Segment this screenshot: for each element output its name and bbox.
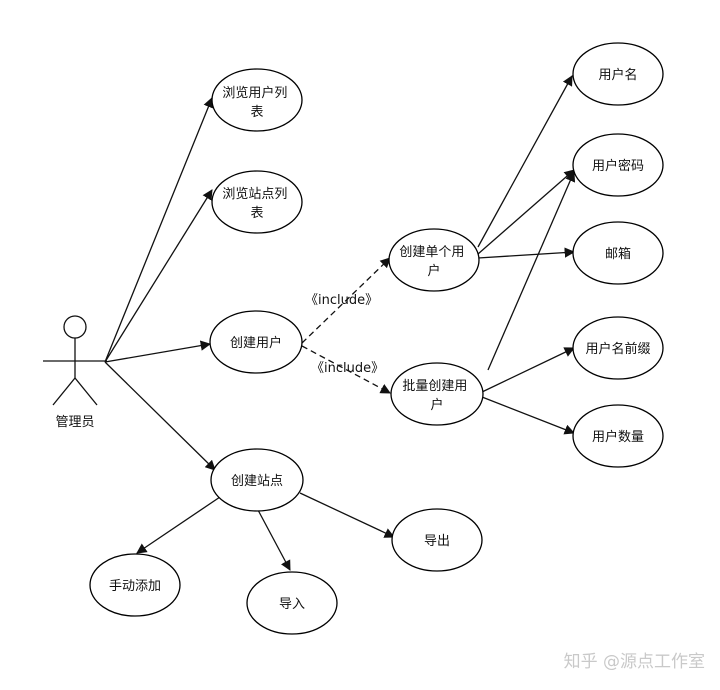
include-label-batch: 《include》: [311, 361, 384, 376]
edge-include-batch: [301, 345, 391, 394]
use-case-user-count[interactable]: 用户数量: [572, 404, 664, 468]
edge-single-email: [477, 247, 576, 259]
use-case-import[interactable]: 导入: [246, 571, 338, 635]
edge-site-manual: [136, 496, 221, 554]
edge-single-username: [477, 75, 573, 248]
actor[interactable]: 管理员: [43, 315, 107, 430]
edge-actor-create-site: [104, 361, 216, 471]
use-case-label: 用户名: [598, 67, 637, 83]
watermark: 知乎 @源点工作室: [564, 652, 705, 672]
use-case-username[interactable]: 用户名: [572, 42, 664, 106]
edge-actor-browse-users: [104, 97, 214, 363]
use-case-label: 创建站点: [231, 474, 283, 489]
actor-left-leg: [52, 377, 76, 406]
edge-include-single: [301, 257, 391, 344]
use-case-label: 浏览用户列 表: [222, 85, 291, 120]
use-case-label: 手动添加: [109, 579, 161, 594]
use-case-label: 用户名前缀: [585, 341, 650, 357]
edges: [104, 75, 576, 571]
use-case-password[interactable]: 用户密码: [572, 133, 664, 197]
edge-single-password: [477, 169, 575, 255]
actor-right-leg: [74, 377, 98, 406]
use-case-browse-sites[interactable]: 浏览站点列 表: [211, 170, 303, 234]
use-case-label: 浏览站点列 表: [222, 186, 291, 221]
edge-batch-password: [487, 171, 576, 371]
use-case-manual-add[interactable]: 手动添加: [89, 553, 181, 617]
use-case-username-prefix[interactable]: 用户名前缀: [572, 316, 664, 380]
include-label-single: 《include》: [305, 293, 378, 308]
use-case-browse-users[interactable]: 浏览用户列 表: [211, 68, 303, 132]
use-case-create-user[interactable]: 创建用户: [209, 310, 303, 374]
use-case-create-single-user[interactable]: 创建单个用 户: [388, 228, 480, 292]
edge-batch-count: [481, 396, 575, 435]
edge-site-import: [257, 509, 291, 571]
actor-label: 管理员: [55, 415, 94, 430]
use-case-label: 导出: [424, 534, 450, 549]
edge-site-export: [299, 492, 395, 538]
use-case-label: 邮箱: [605, 246, 631, 262]
use-case-email[interactable]: 邮箱: [572, 221, 664, 285]
use-case-export[interactable]: 导出: [391, 508, 483, 572]
actor-head: [63, 315, 87, 339]
use-case-create-site[interactable]: 创建站点: [210, 448, 304, 512]
use-case-label: 用户数量: [592, 429, 644, 445]
use-case-label: 导入: [279, 597, 305, 612]
use-case-label: 创建用户: [230, 335, 282, 351]
edge-batch-prefix: [481, 347, 575, 393]
edge-actor-browse-sites: [104, 189, 213, 363]
use-case-label: 批量创建用 户: [402, 379, 471, 413]
use-case-batch-create-user[interactable]: 批量创建用 户: [390, 362, 484, 426]
use-case-label: 用户密码: [592, 158, 644, 174]
use-case-label: 创建单个用 户: [399, 245, 468, 279]
edge-actor-create-user: [104, 340, 212, 363]
